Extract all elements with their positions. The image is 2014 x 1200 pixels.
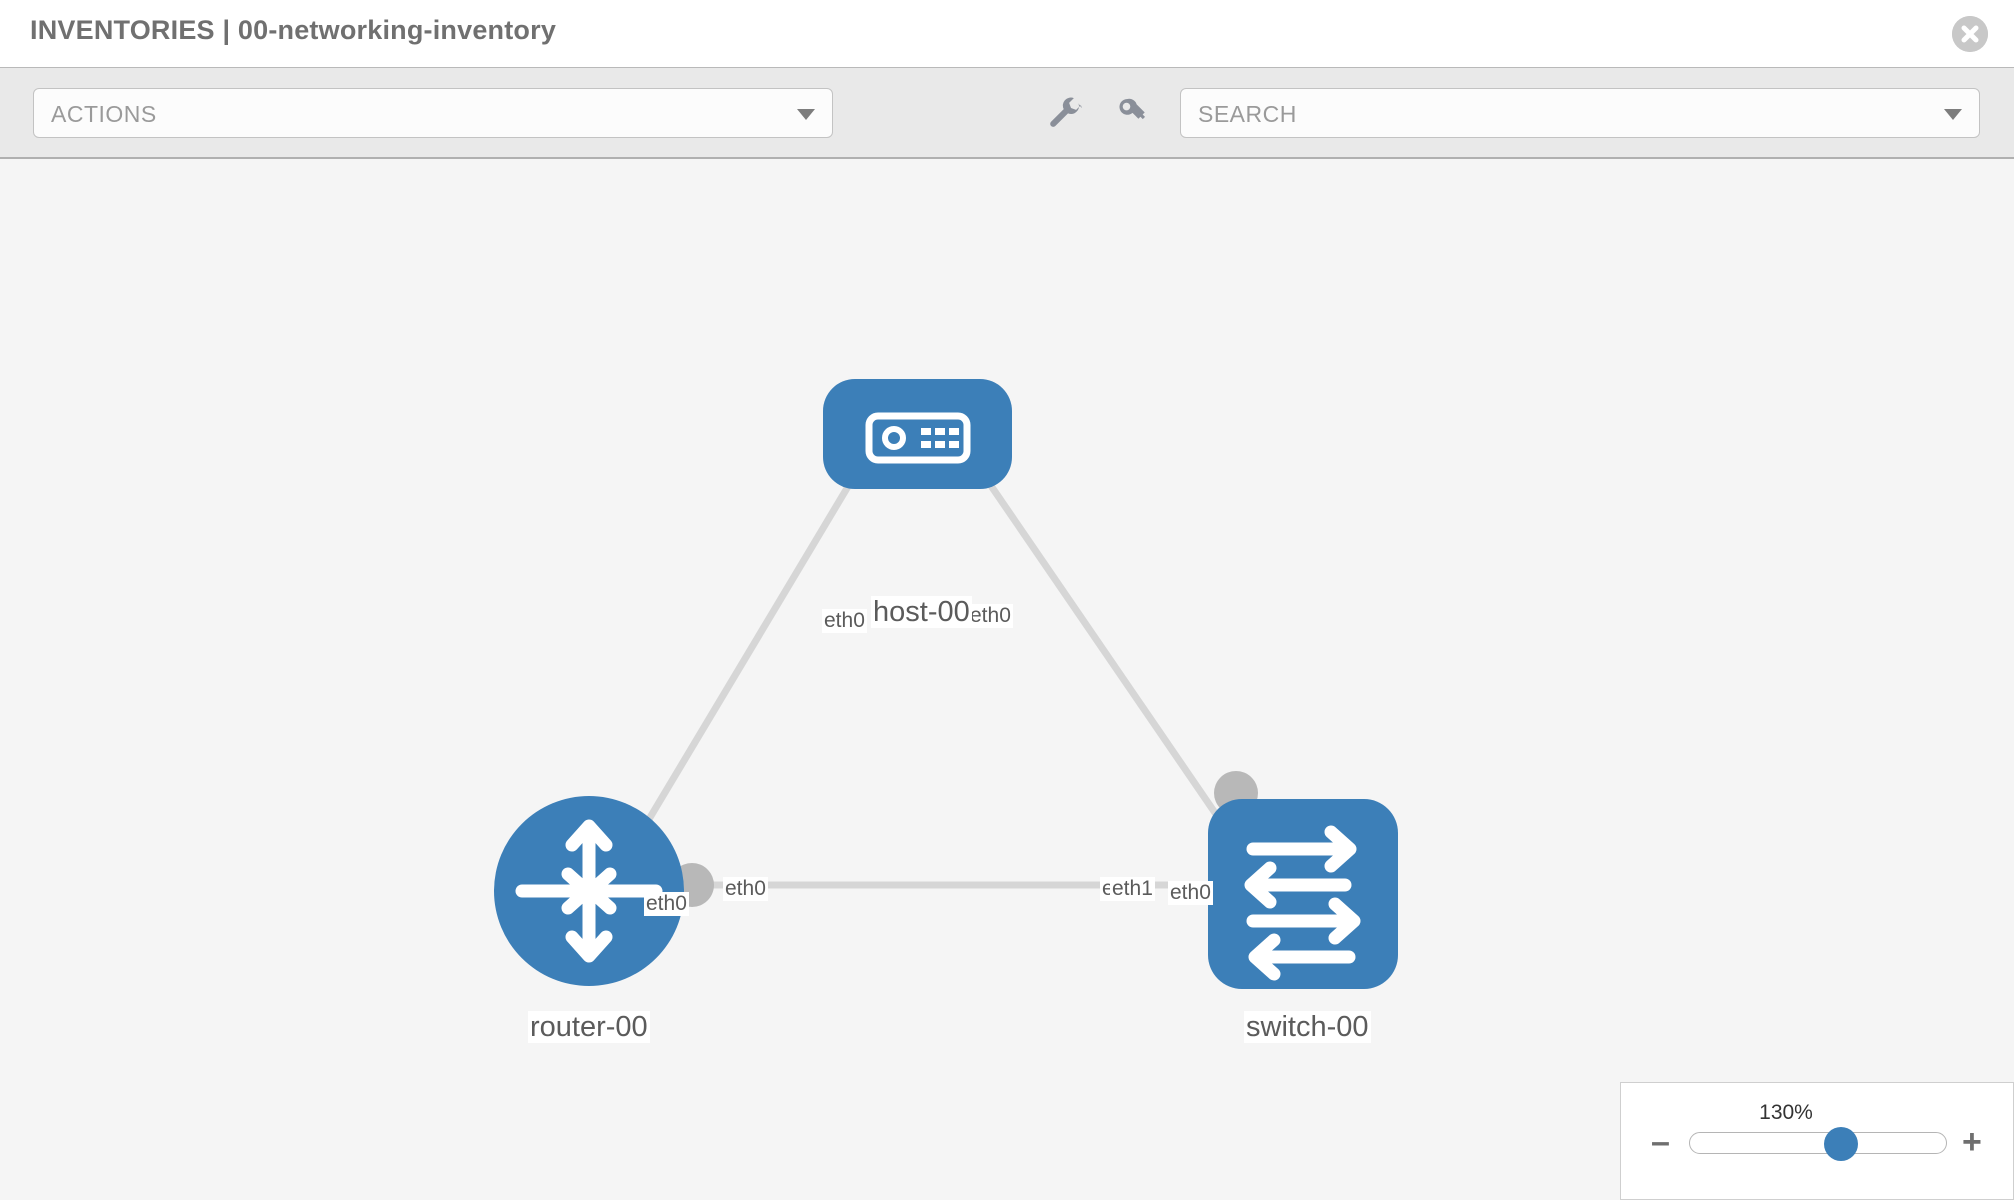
wrench-icon[interactable] [1046,95,1084,133]
edge-label-host-eth0-right: eth0 [968,604,1013,629]
topology-canvas[interactable]: eth0 eth0 eth0 eth0 eth0 eth0 eth1 host-… [0,161,2014,1200]
key-icon[interactable] [1114,95,1152,133]
node-label-switch-00: switch-00 [1244,1011,1371,1044]
node-host-00[interactable] [823,379,1012,489]
edge-label-switch-eth0-diagonal: eth0 [1168,881,1213,906]
node-label-host-00: host-00 [871,596,972,629]
zoom-slider[interactable] [1689,1127,1947,1161]
node-switch-00[interactable] [1208,799,1398,989]
zoom-level-value: 130% [1759,1101,1813,1124]
node-router-00[interactable] [494,796,684,986]
close-icon[interactable] [1952,16,1988,52]
search-placeholder: SEARCH [1198,101,1297,127]
node-label-router-00: router-00 [528,1011,650,1044]
edge-label-router-eth0-diagonal: eth0 [644,892,689,917]
page-title: INVENTORIES | 00-networking-inventory [30,15,557,45]
topology-graph [494,379,1398,989]
edge-label-host-eth0-left: eth0 [822,609,867,634]
actions-dropdown-label: ACTIONS [51,101,157,127]
chevron-down-icon[interactable] [1944,109,1962,120]
page-header: INVENTORIES | 00-networking-inventory [0,0,2014,68]
edge-host-router [620,421,890,863]
zoom-in-button[interactable]: + [1962,1123,1982,1161]
zoom-out-button[interactable]: – [1651,1123,1670,1161]
edge-label-router-eth0-horizontal: eth0 [723,877,768,902]
zoom-slider-thumb[interactable] [1824,1127,1858,1161]
zoom-control-panel: 130% – + [1620,1082,2014,1200]
edge-label-switch-eth1-horizontal: eth1 [1110,877,1155,902]
edge-host-switch [945,421,1251,863]
chevron-down-icon [797,109,815,120]
actions-dropdown[interactable]: ACTIONS [33,88,833,138]
search-input[interactable]: SEARCH [1180,88,1980,138]
toolbar: ACTIONS SEARCH [0,68,2014,159]
